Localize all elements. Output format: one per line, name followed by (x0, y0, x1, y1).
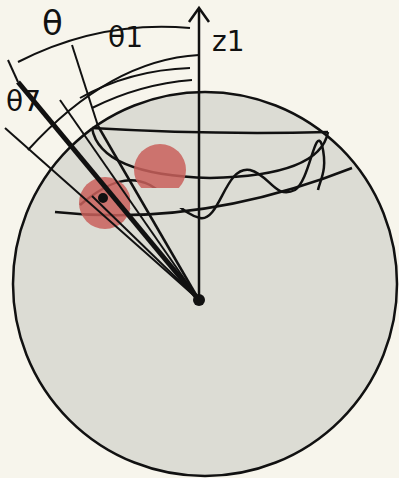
center-dot (193, 294, 205, 306)
tick (8, 60, 18, 82)
angle-arc (28, 55, 199, 150)
angle-arc (92, 80, 192, 108)
thick-ray (18, 82, 199, 300)
band-upper (92, 128, 328, 178)
angle-label: θ7 (6, 88, 41, 116)
band-top (92, 128, 328, 133)
axis-label: z1 (212, 28, 245, 56)
sphere (13, 92, 397, 476)
point (98, 193, 108, 203)
tick (72, 45, 98, 126)
z-axis (198, 10, 201, 300)
ray (98, 126, 199, 300)
arrowhead (189, 8, 209, 22)
ray (92, 196, 199, 300)
angle-label: θ (42, 6, 63, 40)
angle-label: θ1 (108, 24, 143, 52)
ray (5, 128, 199, 300)
ray (60, 100, 199, 300)
